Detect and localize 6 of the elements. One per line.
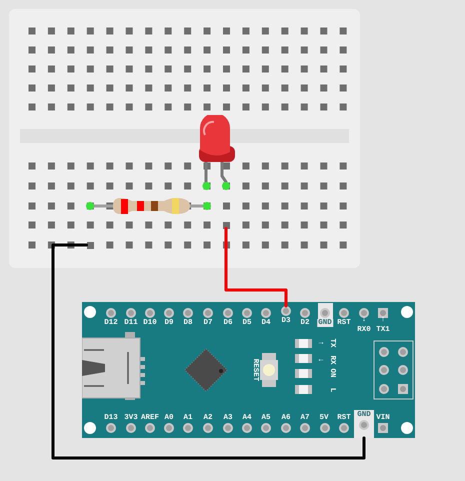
breadboard-hole — [222, 222, 230, 228]
breadboard-hole — [86, 242, 94, 248]
breadboard — [9, 9, 360, 268]
jumper-wire — [224, 227, 288, 308]
jumper-wire — [52, 244, 366, 460]
pin — [354, 410, 374, 438]
